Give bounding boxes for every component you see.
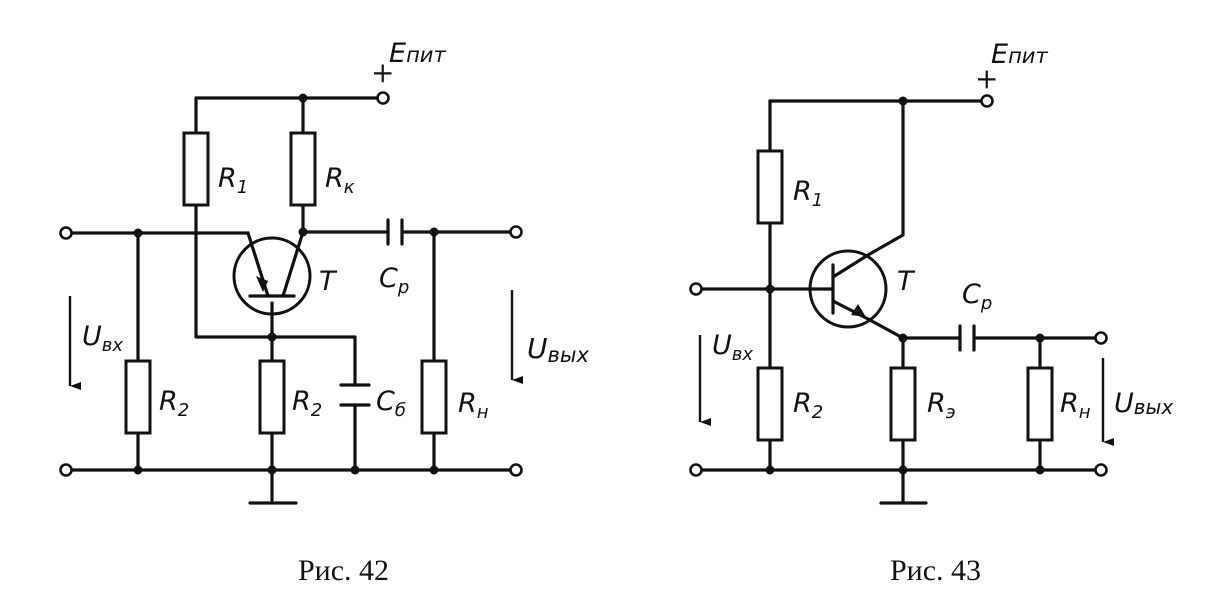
fig42-supply-label: Eпит: [389, 38, 446, 69]
fig42-junctions: [133, 93, 439, 475]
fig43-r2-label: R2: [793, 388, 823, 423]
fig43-re-label: Rэ: [927, 388, 956, 423]
fig42-caption: Рис. 42: [298, 554, 389, 587]
fig43-resistor-rn: [1026, 366, 1054, 442]
fig43-uout-label: Uвых: [1114, 388, 1173, 419]
fig42-rk-label: Rк: [325, 163, 355, 198]
fig42-r2-label: R2: [292, 386, 322, 421]
fig42-r1-label: R1: [218, 163, 248, 198]
fig42-rn-label: Rн: [458, 388, 489, 423]
fig42-plus-sign: +: [371, 56, 394, 89]
fig42-terminals: [59, 91, 523, 477]
fig42-capacitor-cb: [339, 383, 371, 407]
fig42-resistor-r2: [258, 359, 286, 435]
fig42-uout-label: Uвых: [527, 332, 589, 367]
fig42-wiring: [68, 96, 514, 505]
fig43-cp-label: Cр: [962, 279, 992, 314]
fig43-caption: Рис. 43: [890, 554, 981, 587]
fig42-resistor-r1: [182, 131, 210, 207]
fig42-resistor-r2-left: [124, 359, 152, 435]
fig43-resistor-r1: [756, 149, 784, 225]
fig43-junctions: [765, 96, 1045, 475]
fig42-resistor-rn: [420, 359, 448, 435]
fig42-r2-left-label: R2: [159, 386, 189, 421]
fig43-plus-sign: +: [975, 62, 998, 95]
figure-42: + Eпит R1 Rк T Cр Uвх Uвых R2 R2 Cб Rн Р…: [59, 38, 589, 587]
fig42-transistor-label: T: [319, 266, 338, 297]
fig43-rn-label: Rн: [1060, 388, 1091, 423]
fig42-uin-label: Uвх: [82, 321, 123, 356]
fig42-transistor: [232, 230, 312, 316]
fig43-terminals: [689, 94, 1108, 477]
fig43-resistor-re: [889, 366, 917, 442]
figure-43: + Eпит R1 T Cр Uвх R2 Rэ Rн Uвых Рис. 43: [689, 39, 1173, 587]
fig43-transistor-label: T: [897, 266, 916, 297]
fig43-capacitor-cp: [958, 324, 976, 352]
fig43-resistor-r2: [756, 366, 784, 442]
fig42-capacitor-cp: [386, 218, 404, 246]
fig43-uin-label: Uвх: [712, 330, 753, 365]
fig43-r1-label: R1: [793, 176, 823, 211]
fig42-cp-label: Cр: [379, 263, 409, 298]
fig42-cb-label: Cб: [376, 386, 406, 421]
fig42-resistor-rk: [289, 131, 317, 207]
fig43-supply-label: Eпит: [991, 39, 1048, 70]
fig43-transistor: [808, 249, 888, 329]
